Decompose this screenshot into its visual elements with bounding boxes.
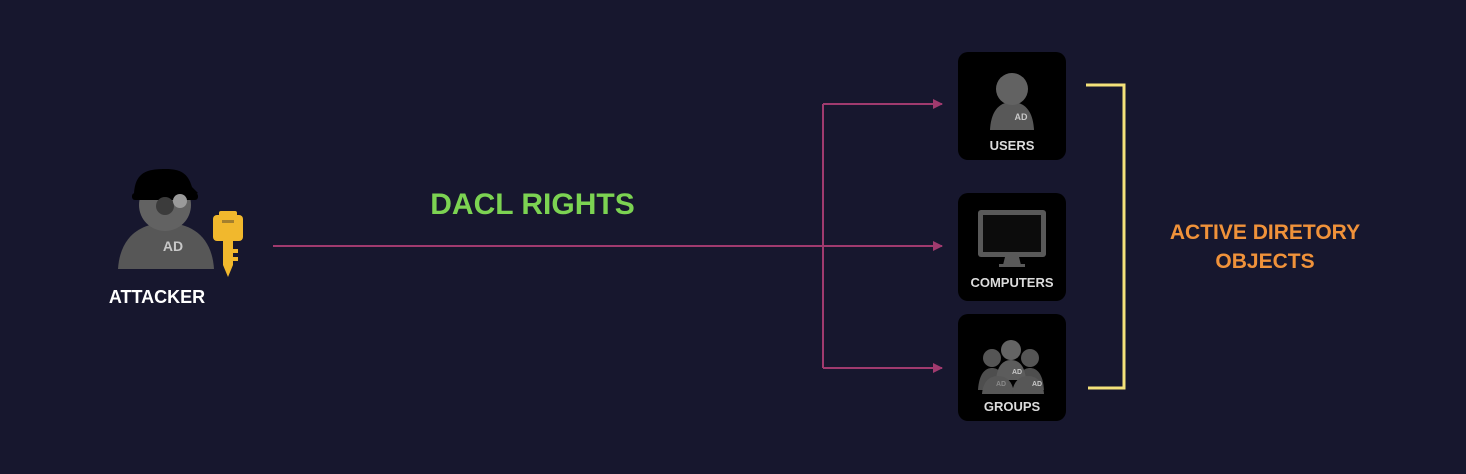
users-ad-badge: AD xyxy=(1015,112,1028,122)
computers-tile: COMPUTERS xyxy=(958,193,1066,301)
ad-objects-label: ACTIVE DIRETORY OBJECTS xyxy=(1130,218,1400,276)
dacl-rights-label: DACL RIGHTS xyxy=(430,188,635,221)
groups-label: GROUPS xyxy=(983,399,1041,414)
attacker-ad-badge: AD xyxy=(163,238,183,254)
monitor-icon xyxy=(978,210,1046,267)
user-icon: AD xyxy=(990,73,1034,130)
users-tile: AD USERS xyxy=(958,52,1066,160)
attacker-icon: AD xyxy=(118,169,243,277)
attacker-figure: AD xyxy=(100,165,250,310)
groups-tile: AD AD AD GROUPS xyxy=(958,314,1066,421)
groups-ad-badge-right: AD xyxy=(1032,381,1042,388)
objects-bracket xyxy=(1086,83,1126,390)
ad-objects-label-line-2: OBJECTS xyxy=(1215,250,1315,273)
attacker-label: ATTACKER xyxy=(108,287,206,307)
ad-objects-label-line-1: ACTIVE DIRETORY xyxy=(1169,221,1361,244)
users-label: USERS xyxy=(989,138,1035,153)
groups-ad-badge-center: AD xyxy=(1012,369,1022,376)
computers-label: COMPUTERS xyxy=(970,275,1054,290)
group-icon: AD AD AD xyxy=(978,340,1044,394)
groups-ad-badge-left: AD xyxy=(996,381,1006,388)
key-icon xyxy=(213,211,243,277)
